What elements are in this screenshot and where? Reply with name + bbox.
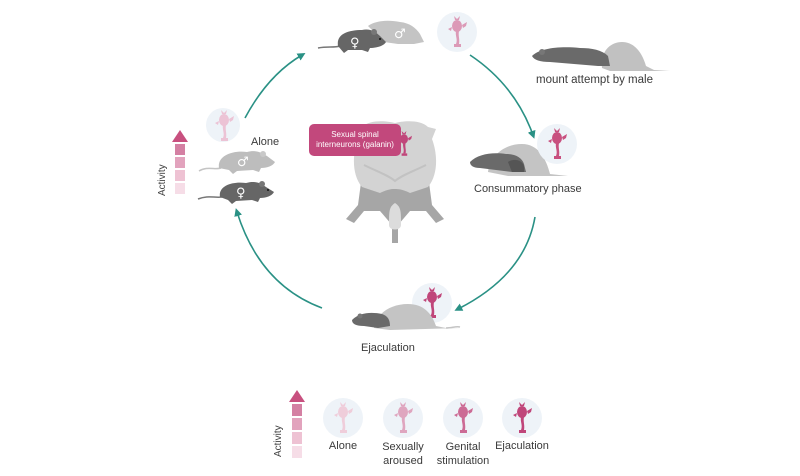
arrow-ejaculation-to-alone [234, 208, 323, 309]
neuron-icon [448, 16, 467, 47]
arrow-alone-to-arousal [244, 52, 306, 119]
legend-label-genital-stimulation: Genital stimulation [433, 440, 493, 468]
activity-scale-graphic [172, 130, 188, 194]
mice-pair-aroused: ♂ ♀ [317, 20, 424, 53]
female-symbol: ♀ [350, 36, 360, 51]
neuron-icon [548, 128, 567, 159]
stage-label-alone: Alone [251, 136, 280, 148]
female-symbol: ♀ [236, 186, 246, 201]
mice-ejaculation [352, 304, 461, 330]
male-symbol: ♂ [394, 27, 406, 42]
legend-circle-alone [323, 398, 363, 438]
legend-circle-sexually-aroused [383, 398, 423, 438]
activity-arrow-head [172, 130, 188, 142]
female-mouse-alone: ♀ [197, 181, 274, 204]
central-canal [389, 203, 401, 230]
mice-consummatory [470, 144, 588, 176]
legend-label-line1: Genital [445, 441, 481, 453]
neuron-circle-consummatory [537, 124, 577, 164]
stage-label-ejaculation: Ejaculation [361, 342, 415, 354]
legend-activity-label: Activity [273, 425, 284, 457]
legend-label-line1: Sexually [382, 441, 424, 453]
legend-label-line1: Alone [328, 440, 358, 452]
neuron-icon [394, 402, 413, 433]
legend-activity-graphic [289, 390, 305, 458]
neuron-icon [334, 402, 353, 433]
neuron-circle-aroused [437, 12, 477, 52]
legend-circle-genital-stimulation [443, 398, 483, 438]
activity-level-2 [175, 170, 185, 181]
arrow-arousal-to-consummatory [469, 54, 536, 139]
activity-scale-label: Activity [157, 164, 168, 196]
male-mouse-alone: ♂ [198, 151, 275, 174]
mice-mount [532, 42, 670, 71]
legend-level-3 [292, 418, 302, 430]
legend-label-sexually-aroused: Sexually aroused [373, 440, 433, 468]
legend-label-line1: Ejaculation [495, 440, 549, 452]
legend-level-1 [292, 446, 302, 458]
legend-level-2 [292, 432, 302, 444]
activity-level-1 [175, 183, 185, 194]
activity-level-3 [175, 157, 185, 168]
interneuron-callout: Sexual spinal interneurons (galanin) [309, 124, 401, 156]
activity-scale [172, 130, 188, 198]
neuron-icon [513, 402, 532, 433]
activity-level-4 [175, 144, 185, 155]
stage-label-consummatory: Consummatory phase [474, 183, 582, 195]
legend-label-alone: Alone [318, 440, 368, 452]
neuron-icon [215, 110, 234, 141]
neuron-circle-alone [206, 108, 240, 142]
arrow-consummatory-to-ejaculation [454, 216, 536, 311]
male-symbol: ♂ [237, 155, 249, 170]
legend-label-line2: stimulation [436, 455, 490, 467]
legend-circle-ejaculation [502, 398, 542, 438]
legend-label-ejaculation: Ejaculation [490, 440, 554, 452]
legend-level-4 [292, 404, 302, 416]
stage-label-mount: mount attempt by male [536, 74, 653, 86]
neuron-icon [454, 402, 473, 433]
legend-label-line2: aroused [383, 455, 423, 467]
legend-activity-arrow-head [289, 390, 305, 402]
legend-activity-scale [289, 390, 305, 460]
